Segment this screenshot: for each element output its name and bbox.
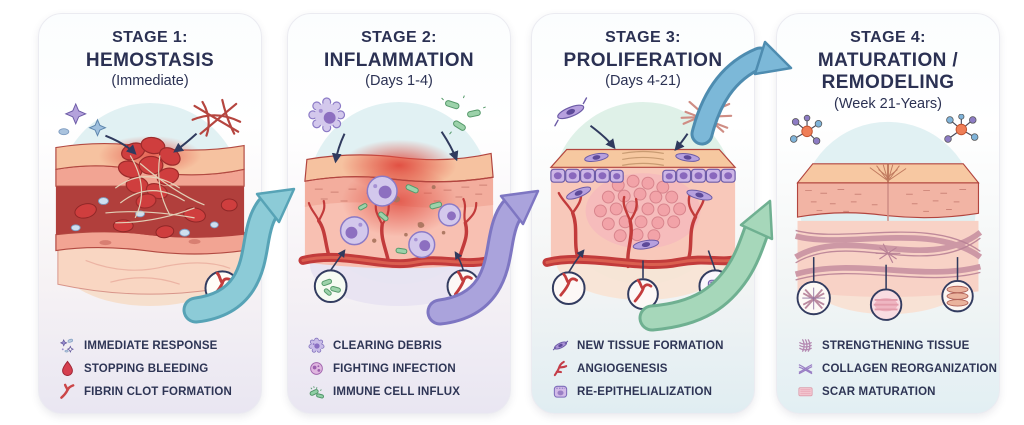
vessel-inset-circle <box>204 270 241 307</box>
immune-cell-icon <box>310 362 323 375</box>
annotation-arrow-right <box>440 131 459 162</box>
bullet-collagen-reorganization: COLLAGEN REORGANIZATION <box>797 360 998 377</box>
vessel-inset-circle-left <box>551 249 586 306</box>
bullet-text: STOPPING BLEEDING <box>84 362 209 375</box>
fibroblast-icon <box>552 340 569 351</box>
scar-inset-circle <box>869 264 903 321</box>
fibrin-clot-icon <box>60 383 75 399</box>
fibroblast-top-left <box>554 97 588 127</box>
stage-3-bullets: NEW TISSUE FORMATION ANGIOGENESIS RE-EPI… <box>552 337 750 400</box>
bullet-text: ANGIOGENESIS <box>577 362 668 375</box>
bullet-fighting-infection: FIGHTING INFECTION <box>308 360 506 377</box>
platelets-icon <box>59 338 74 353</box>
bullet-clearing-debris: CLEARING DEBRIS <box>308 337 506 354</box>
stage-1-bullets: IMMEDIATE RESPONSE STOPPING BLEEDING FIB… <box>59 337 257 400</box>
bullet-stopping-bleeding: STOPPING BLEEDING <box>59 360 257 377</box>
bullet-text: CLEARING DEBRIS <box>333 339 442 352</box>
inflammation-illustration <box>298 95 500 307</box>
epithelium-icon <box>553 385 568 398</box>
stage-2-timing: (Days 1-4) <box>365 73 433 90</box>
stage-3-label: STAGE 3: <box>605 29 681 46</box>
stage-1-card: STAGE 1: HEMOSTASIS (Immediate) <box>38 13 262 414</box>
crosshatch-center <box>875 243 901 264</box>
bacteria-top-right <box>441 95 486 135</box>
epithelial-cells <box>550 168 736 183</box>
bullet-text: RE-EPITHELIALIZATION <box>577 385 713 398</box>
bullet-scar-maturation: SCAR MATURATION <box>797 383 995 400</box>
stage-4-card: STAGE 4: MATURATION / REMODELING (Week 2… <box>776 13 1000 414</box>
stage-2-name: INFLAMMATION <box>323 49 475 71</box>
stage-3-title: STAGE 3: PROLIFERATION (Days 4-21) <box>532 29 754 90</box>
bullet-immediate-response: IMMEDIATE RESPONSE <box>59 337 257 354</box>
stage-2-bullets: CLEARING DEBRIS FIGHTING INFECTION IMMUN… <box>308 337 506 400</box>
stage-1-name: HEMOSTASIS <box>85 49 215 71</box>
annotation-arrow-right <box>674 133 689 152</box>
free-platelets-top-left <box>58 102 107 137</box>
hemostasis-illustration <box>55 98 245 307</box>
bacteria-icon <box>309 386 324 399</box>
annotation-arrow-left <box>589 124 616 150</box>
bullet-text: FIGHTING INFECTION <box>333 362 456 375</box>
bullet-text: COLLAGEN REORGANIZATION <box>822 362 998 375</box>
bullet-text: SCAR MATURATION <box>822 385 936 398</box>
stage-4-timing: (Week 21-Years) <box>834 95 942 112</box>
granulation-tissue <box>585 173 701 249</box>
bullet-re-epithelialization: RE-EPITHELIALIZATION <box>552 383 750 400</box>
maturation-illustration <box>790 114 983 321</box>
proliferation-illustration <box>542 97 744 310</box>
stage-2-card: STAGE 2: INFLAMMATION (Days 1-4) <box>287 13 511 414</box>
stage-3-name: PROLIFERATION <box>563 49 723 71</box>
molecule-top-left <box>790 114 823 145</box>
woven-tissue-icon <box>799 339 812 352</box>
stage-2-label: STAGE 2: <box>361 29 437 46</box>
stage-4-bullets: STRENGTHENING TISSUE COLLAGEN REORGANIZA… <box>797 337 998 400</box>
stage-4-title: STAGE 4: MATURATION / REMODELING (Week 2… <box>777 29 999 113</box>
macrophage-top-left <box>308 97 346 133</box>
collagen-region <box>794 220 983 298</box>
annotation-arrow-right <box>173 132 198 153</box>
skin-surface <box>549 148 737 168</box>
bullet-angiogenesis: ANGIOGENESIS <box>552 360 750 377</box>
bullet-text: NEW TISSUE FORMATION <box>577 339 724 352</box>
molecule-top-right <box>944 114 979 143</box>
bullet-text: STRENGTHENING TISSUE <box>822 339 970 352</box>
stage-3-card: STAGE 3: PROLIFERATION (Days 4-21) <box>531 13 755 414</box>
stage-1-timing: (Immediate) <box>111 73 189 90</box>
stage-4-label: STAGE 4: <box>850 29 926 46</box>
annotation-arrow-left <box>105 134 137 155</box>
stage-1-label: STAGE 1: <box>112 29 188 46</box>
bullet-text: IMMEDIATE RESPONSE <box>84 339 218 352</box>
stage-2-title: STAGE 2: INFLAMMATION (Days 1-4) <box>288 29 510 90</box>
bullet-fibrin-clot: FIBRIN CLOT FORMATION <box>59 383 257 400</box>
annotation-arrow-left <box>331 133 346 164</box>
bullet-text: IMMUNE CELL INFLUX <box>333 385 461 398</box>
dermis-texture <box>805 189 967 212</box>
woven-fiber-inset-circle <box>796 257 831 316</box>
bacteria-inset-circle <box>313 249 348 304</box>
macrophage-icon <box>308 337 325 353</box>
fibrin-strands-top-right <box>191 98 242 137</box>
bullet-text: FIBRIN CLOT FORMATION <box>84 385 232 398</box>
bullet-immune-cell-influx: IMMUNE CELL INFLUX <box>308 383 506 400</box>
bullet-strengthening-tissue: STRENGTHENING TISSUE <box>797 337 995 354</box>
scar-pucker <box>869 163 907 183</box>
stage-4-name: MATURATION / REMODELING <box>817 49 959 94</box>
stage-3-timing: (Days 4-21) <box>605 73 681 90</box>
blood-drop-icon <box>62 360 73 376</box>
stage-1-title: STAGE 1: HEMOSTASIS (Immediate) <box>39 29 261 90</box>
bullet-new-tissue-formation: NEW TISSUE FORMATION <box>552 337 750 354</box>
new-epithelium-gap <box>622 150 664 166</box>
collagen-fibers-icon <box>798 364 813 375</box>
scar-icon <box>798 387 813 397</box>
angiogenesis-icon <box>553 360 568 377</box>
collagen-layers-inset-circle <box>941 257 974 313</box>
